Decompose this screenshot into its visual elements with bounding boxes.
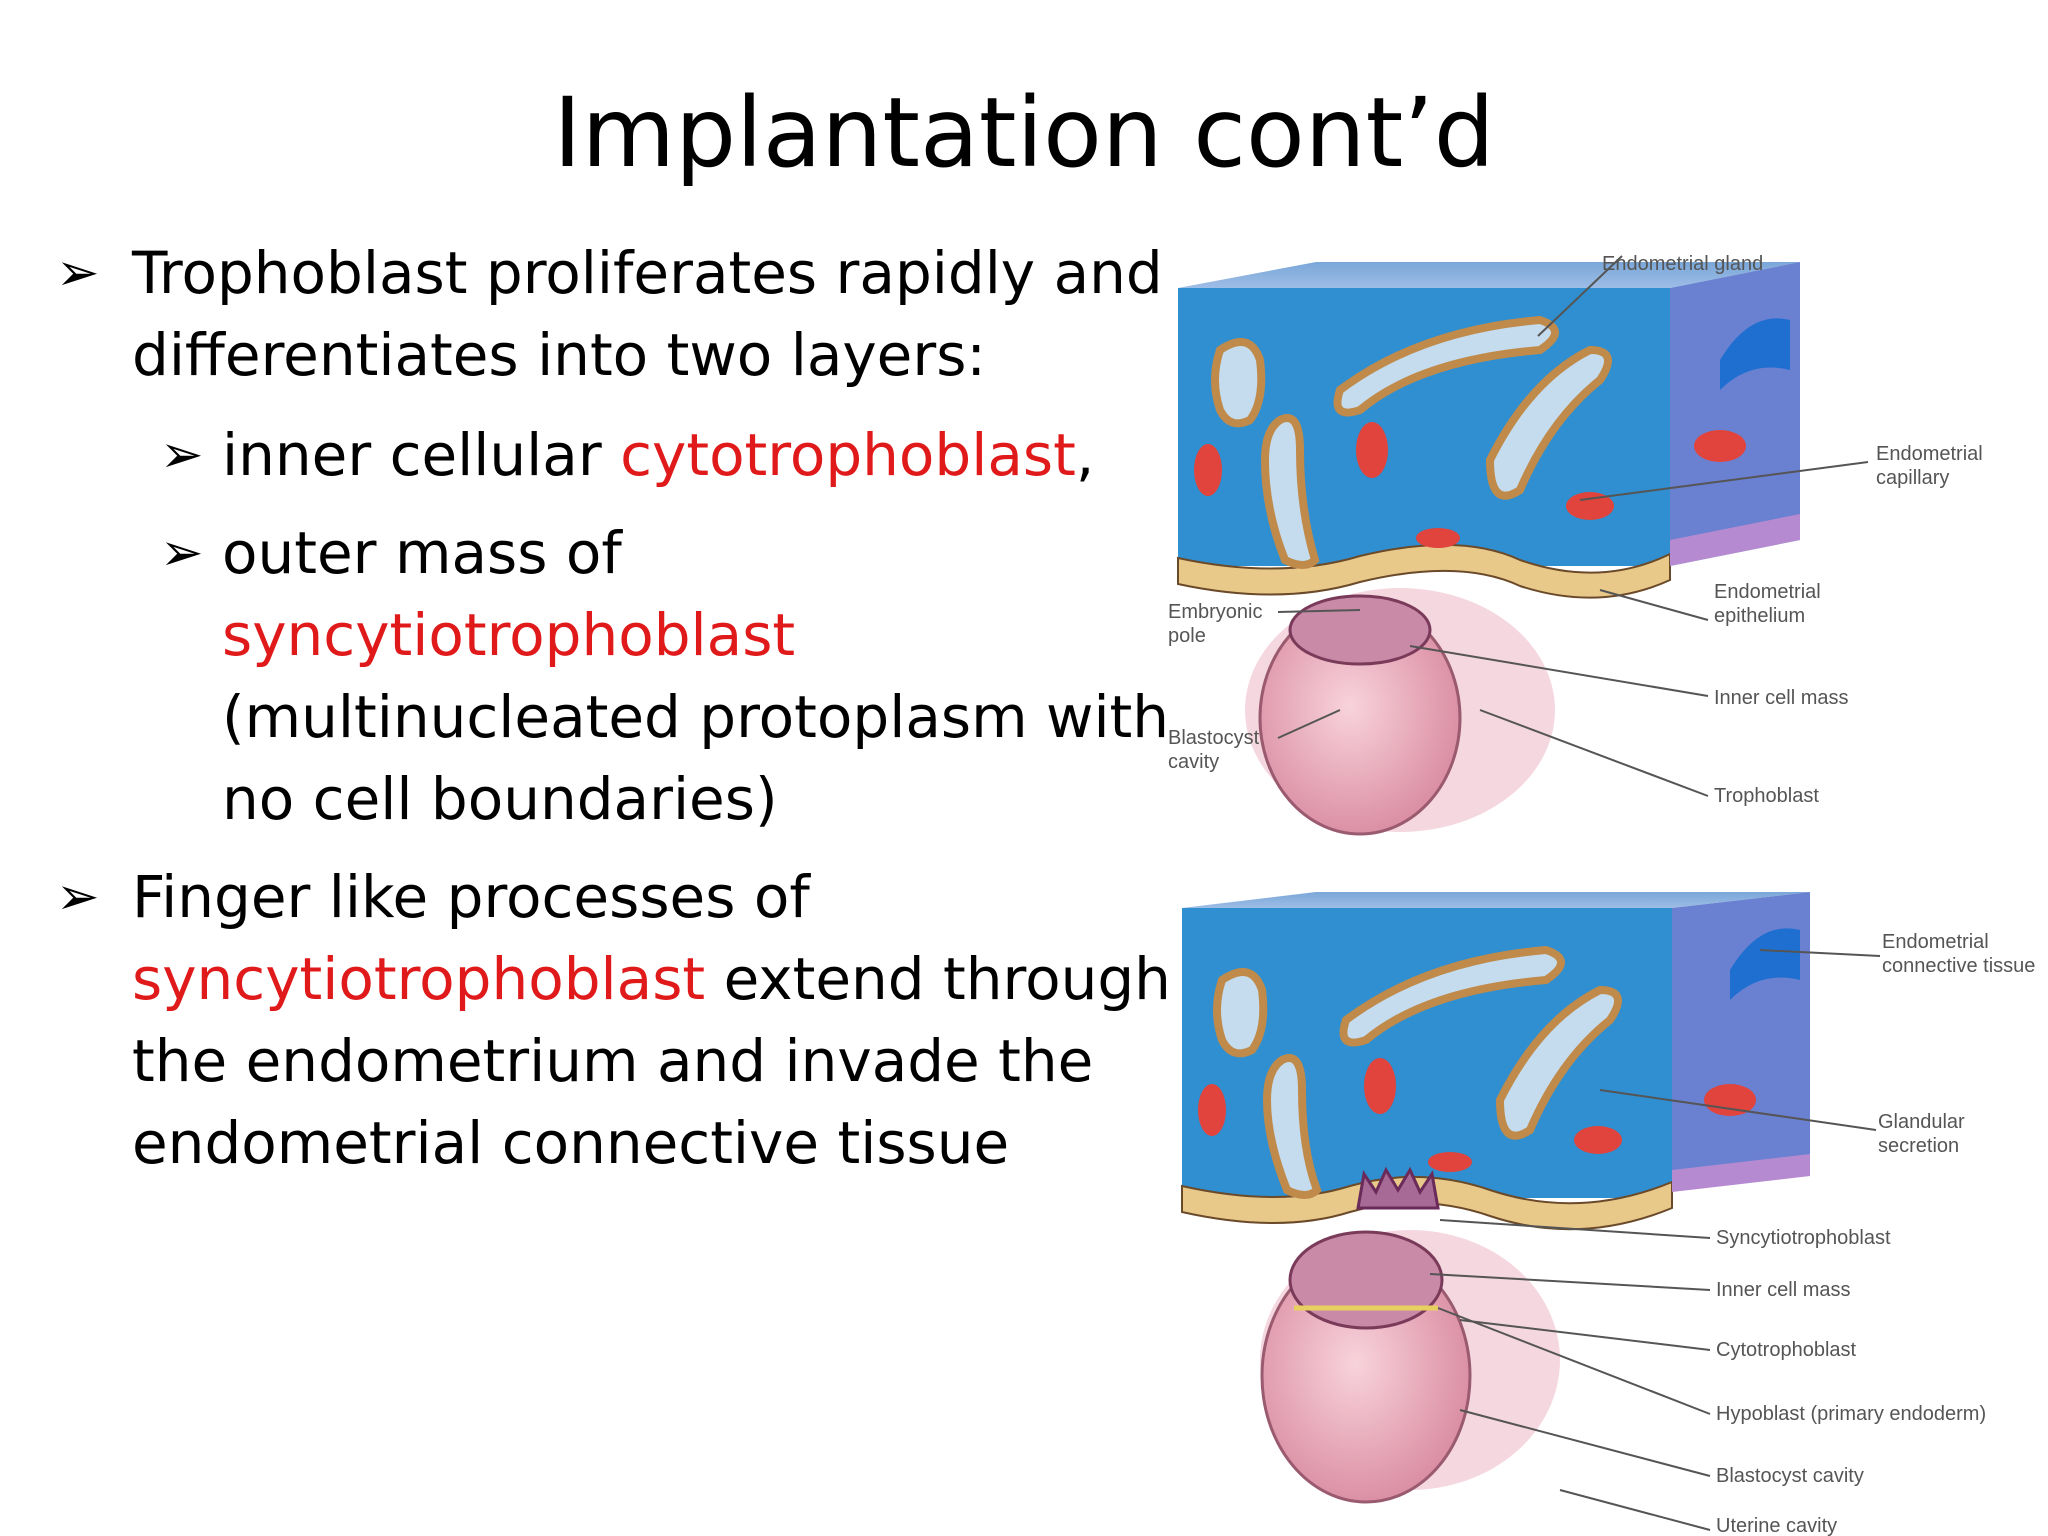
bullet-arrow-icon: ➢ [56,867,100,927]
cytotrophoblast-term: cytotrophoblast [620,421,1076,489]
bullet2-line3: the endometrium and invade the [132,1027,1094,1095]
endometrial-gland [1260,414,1320,569]
sub-bullet2-line3: (multinucleated protoplasm with [222,683,1170,751]
endometrial-gland [1262,1054,1322,1199]
endometrial-gland [1211,338,1266,428]
label-endometrial-connective-tissue: Endometrial [1882,931,1989,953]
bullet2-line4: endometrial connective tissue [132,1109,1010,1177]
endometrial-capillary [1416,528,1460,548]
implantation-diagram-early: Endometrial gland Endometrial capillary … [1160,240,2048,850]
endometrial-capillary [1194,444,1222,496]
implantation-diagram-later: Endometrial connective tissue Glandular … [1160,890,2048,1536]
leader-lines [1277,255,1869,797]
label-blastocyst-cavity: cavity [1168,751,1219,773]
label-blastocyst-cavity: Blastocyst cavity [1716,1465,1864,1487]
inner-cell-mass [1288,1230,1444,1330]
endometrium-front-face [1178,288,1670,566]
bullet2-line2: syncytiotrophoblast extend through [132,938,1171,1020]
side-gland [1730,928,1800,1000]
endometrial-gland [1485,345,1612,500]
label-inner-cell-mass: Inner cell mass [1714,687,1849,709]
sub-bullet2-line1: outer mass of [222,519,622,587]
label-cytotrophoblast: Cytotrophoblast [1716,1339,1857,1361]
endometrium-front-face [1182,908,1672,1198]
endometrial-capillary [1364,1058,1396,1114]
syncytiotrophoblast-processes [1356,1166,1440,1210]
side-gland [1720,318,1790,390]
endometrial-capillary [1704,1084,1756,1116]
label-endometrial-capillary: capillary [1876,467,1949,489]
endometrial-capillary [1566,492,1614,520]
label-embryonic-pole: Embryonic [1168,601,1262,623]
label-inner-cell-mass: Inner cell mass [1716,1279,1851,1301]
label-syncytiotrophoblast: Syncytiotrophoblast [1716,1227,1891,1249]
tissue-top-face [1178,262,1800,288]
endometrial-capillary [1574,1126,1622,1154]
endometrial-capillary [1356,422,1388,478]
endometrial-capillary [1694,430,1746,462]
leader-lines [1429,949,1881,1531]
side-epithelium [1670,514,1800,566]
endometrial-gland [1339,945,1565,1047]
label-endometrial-epithelium: Endometrial [1714,581,1821,603]
label-endometrial-capillary: Endometrial [1876,443,1983,465]
label-trophoblast: Trophoblast [1714,785,1819,807]
bullet1-line1: Trophoblast proliferates rapidly and [132,239,1163,307]
label-glandular-secretion: Glandular [1878,1111,1965,1133]
bullet1-line2: differentiates into two layers: [132,321,986,389]
endometrial-capillary [1198,1084,1226,1136]
bullet2-line2-text: extend through [705,945,1171,1013]
label-endometrial-epithelium: epithelium [1714,605,1805,627]
label-uterine-cavity: Uterine cavity [1716,1515,1837,1536]
sub-bullet-arrow-icon: ➢ [160,425,204,485]
slide-title: Implantation cont’d [553,77,1495,189]
syncytiotrophoblast-term: syncytiotrophoblast [222,601,796,669]
tissue-top-face [1182,892,1810,908]
label-endometrial-gland: Endometrial gland [1602,253,1763,275]
endometrial-gland [1333,315,1559,417]
label-blastocyst-cavity: Blastocyst [1168,727,1260,749]
endometrial-gland [1495,985,1622,1140]
bullet-arrow-icon: ➢ [56,243,100,303]
endometrial-capillary [1428,1152,1472,1172]
sub-bullet1-comma: , [1075,421,1095,489]
bullet2-line1: Finger like processes of [132,863,810,931]
label-hypoblast: Hypoblast (primary endoderm) [1716,1403,1986,1425]
syncytiotrophoblast-term: syncytiotrophoblast [132,945,706,1013]
sub-bullet2-line4: no cell boundaries) [222,765,778,833]
sub-bullet1: inner cellular cytotrophoblast, [222,414,1094,496]
side-epithelium [1672,1154,1810,1192]
endometrial-gland [1213,968,1268,1058]
label-embryonic-pole: pole [1168,625,1206,647]
label-endometrial-connective-tissue: connective tissue [1882,955,2035,977]
endometrial-epithelium [1177,543,1671,599]
label-glandular-secretion: secretion [1878,1135,1959,1157]
sub-bullet1-text: inner cellular [222,421,621,489]
inner-cell-mass [1288,594,1432,666]
sub-bullet-arrow-icon: ➢ [160,523,204,583]
